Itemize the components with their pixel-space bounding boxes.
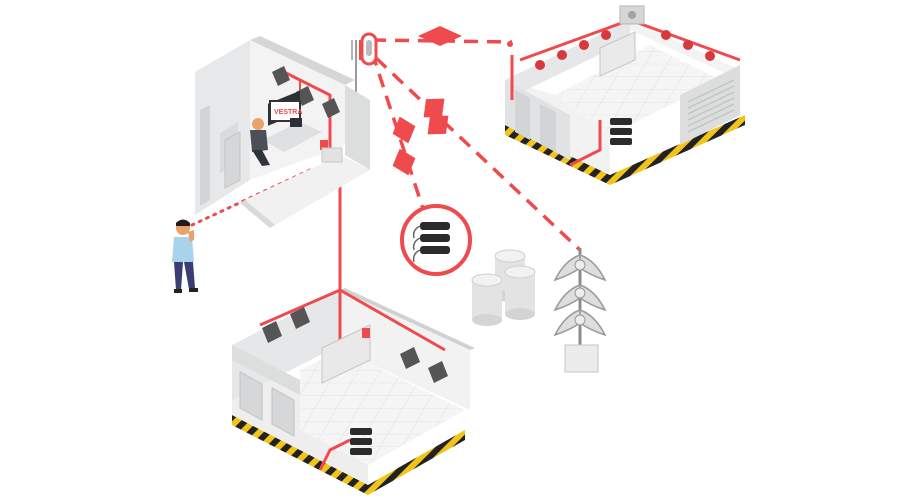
vestra-logo: VESTRA [274,109,302,116]
gas-detector-callout [400,204,472,276]
beacon-siren [535,60,545,70]
diamond-marker [423,98,445,118]
control-room: VESTRA [195,36,370,228]
diamond-marker [427,115,449,135]
warehouse-building [505,5,745,185]
wireless-link-to-siren [374,56,582,252]
gas-detector [350,428,372,455]
beacon-siren [557,50,567,60]
control-cabinet [321,324,371,384]
beacon-siren [705,51,715,61]
loudspeaker [322,98,340,118]
diamond-marker [392,116,416,144]
beacon-siren [683,40,693,50]
beacon-siren [661,30,671,40]
gas-detector [610,118,632,145]
beacon-siren [579,40,589,50]
beacon-siren [601,30,611,40]
person-on-phone [172,219,198,293]
link-direction-markers [392,26,462,176]
loudspeaker [428,361,448,383]
beacon-siren [320,140,328,150]
loudspeaker [400,347,420,369]
wireless-link-to-detectors [370,51,427,216]
loudspeaker [262,321,282,343]
diamond-marker [392,148,416,176]
production-building [232,288,475,495]
beacon-siren [362,328,370,338]
diamond-marker [418,26,462,46]
control-cabinet [321,147,343,163]
loudspeaker [272,66,290,86]
storage-barrels [471,249,536,326]
gas-detector [420,222,450,254]
loudspeaker [290,307,310,329]
outdoor-horn-siren [553,248,607,373]
operator-at-desk: VESTRA [250,90,322,166]
control-cabinet [564,344,599,373]
control-cabinet [599,31,636,77]
